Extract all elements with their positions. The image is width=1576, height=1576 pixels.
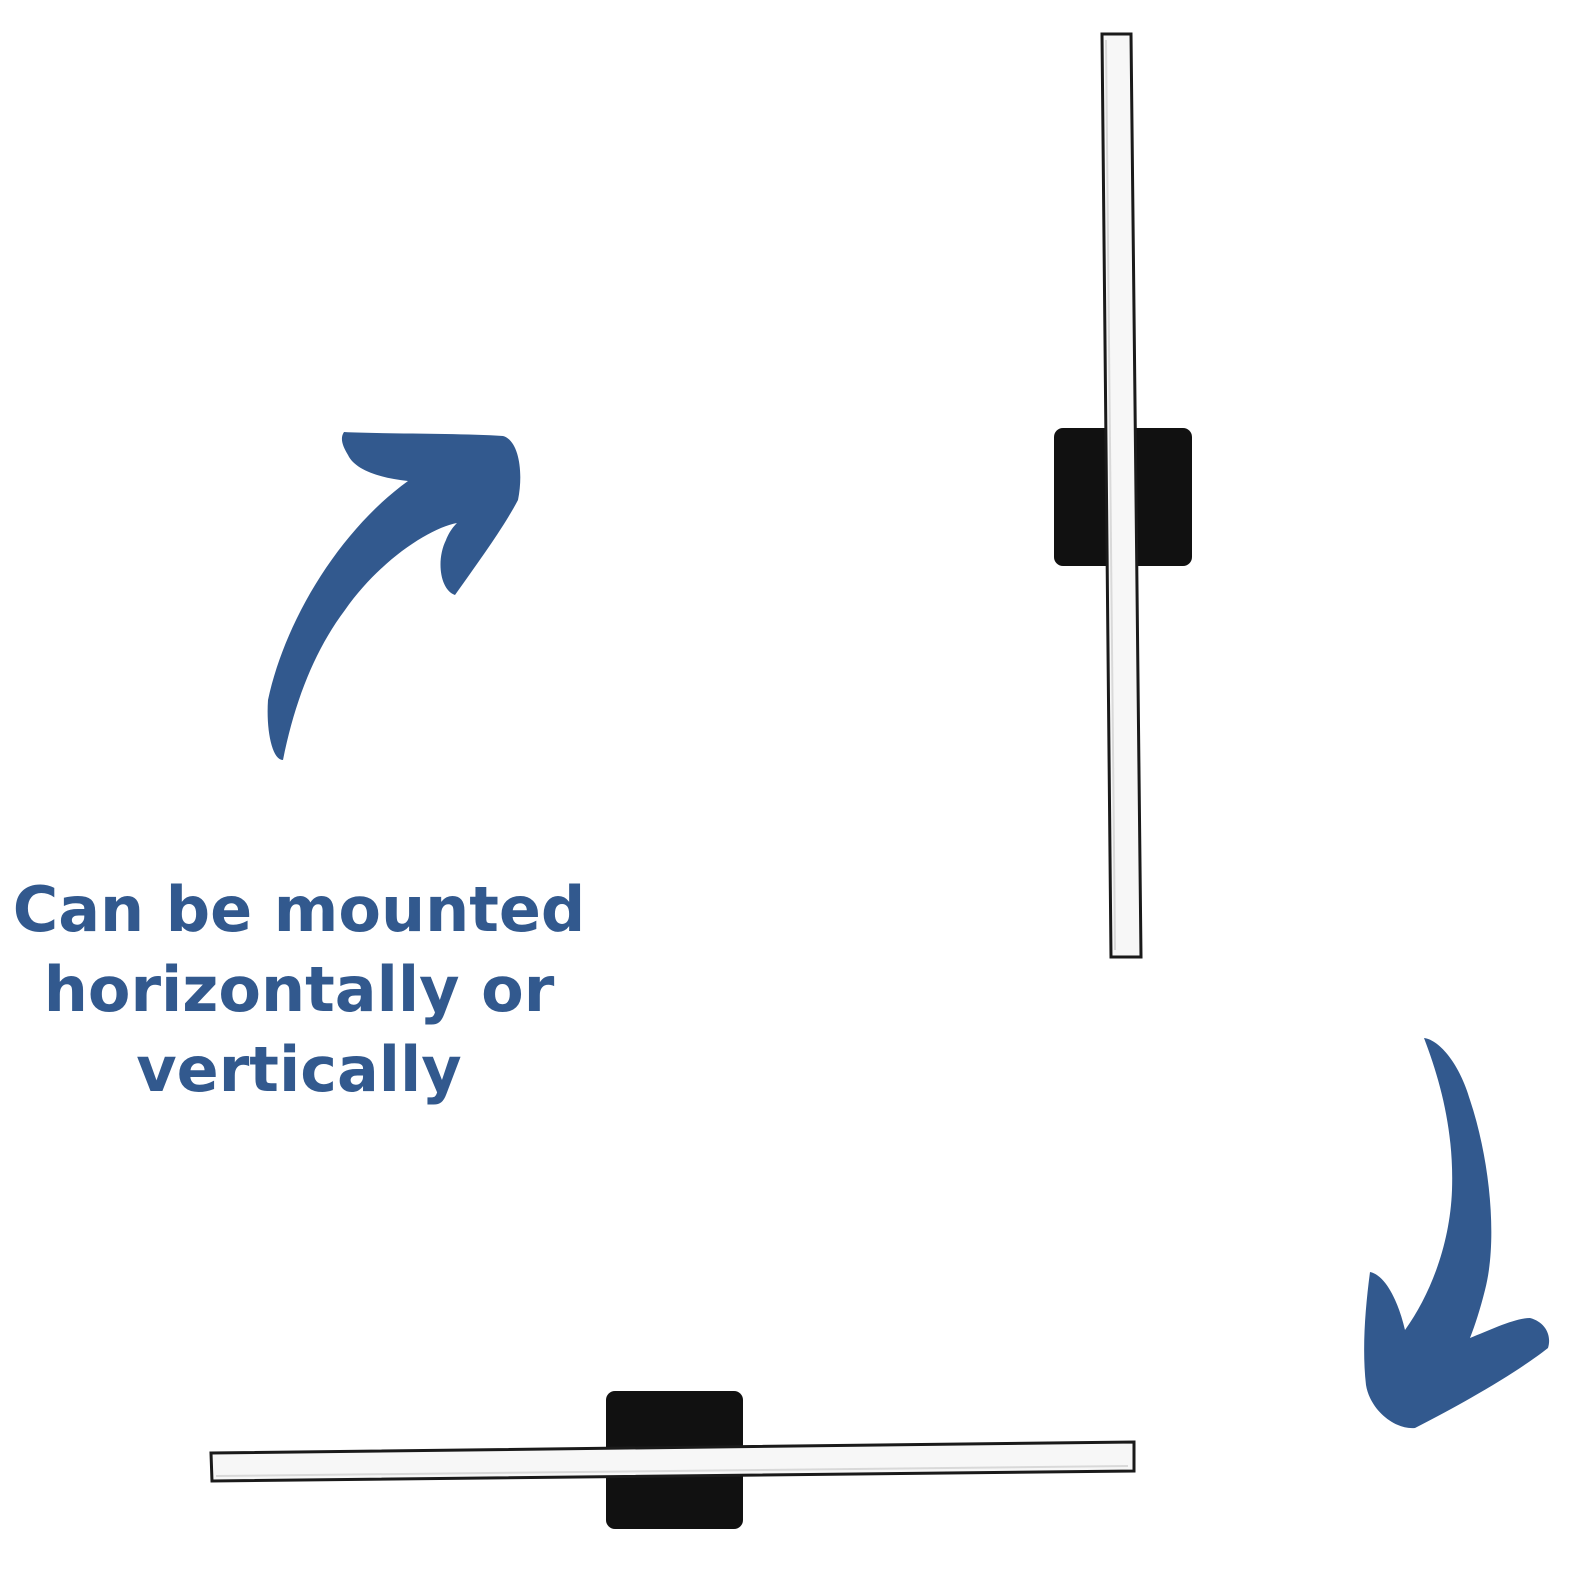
curved-arrow-up-right-icon xyxy=(267,432,521,760)
sconce-light-bar xyxy=(209,1440,1136,1483)
caption-line-1: Can be mounted xyxy=(12,873,586,946)
caption-line-2: horizontally or xyxy=(43,953,555,1026)
horizontal-wall-sconce xyxy=(209,1391,1136,1529)
caption-line-3: vertically xyxy=(136,1033,462,1106)
curved-arrow-down-icon xyxy=(1364,1038,1550,1429)
sconce-light-bar xyxy=(1100,32,1143,959)
mounting-caption: Can be mounted horizontally or verticall… xyxy=(8,870,590,1110)
vertical-wall-sconce xyxy=(1054,32,1192,959)
